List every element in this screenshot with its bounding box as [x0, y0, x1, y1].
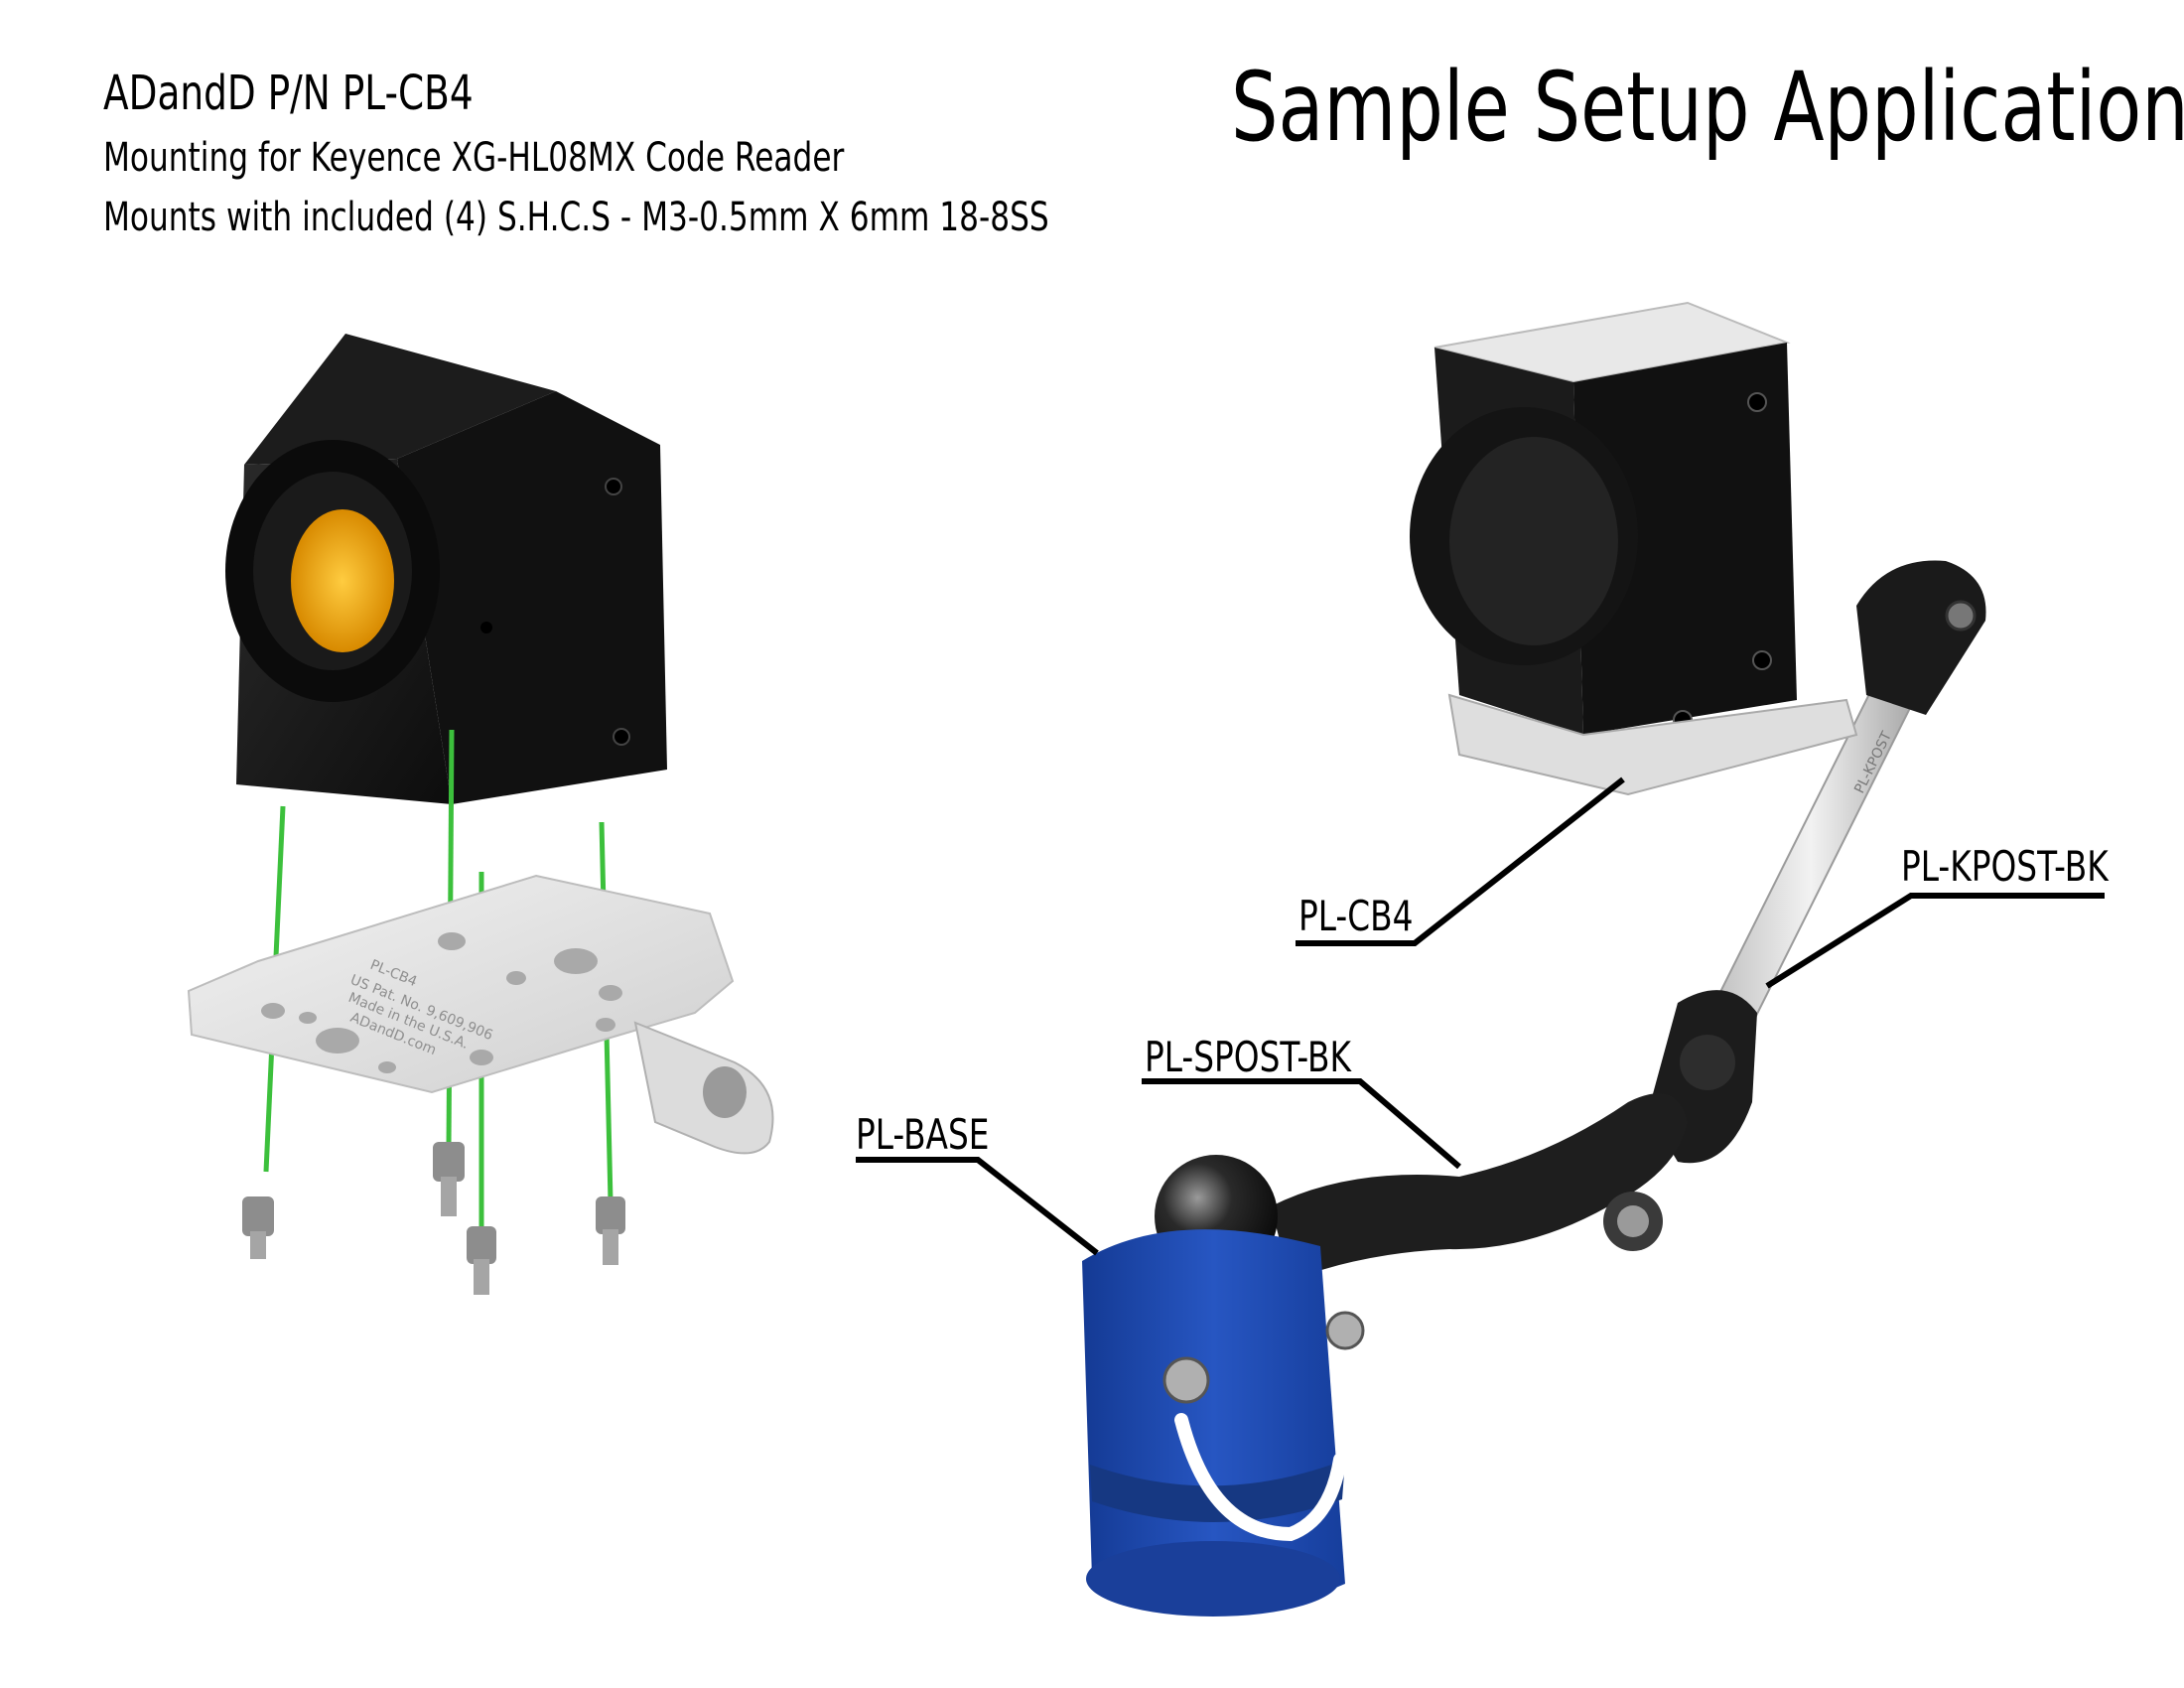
- page-title: Sample Setup Application: [1231, 52, 2184, 163]
- callout-pl-cb4: PL-CB4: [1298, 892, 1414, 940]
- callout-pl-spost-bk: PL-SPOST-BK: [1145, 1033, 1352, 1081]
- callout-leaders: [856, 776, 2105, 1256]
- mounted-code-reader: [1410, 301, 1858, 796]
- part-number-heading: ADandD P/N PL-CB4: [103, 66, 474, 121]
- callout-pl-base: PL-BASE: [856, 1110, 990, 1159]
- product-description: Mounting for Keyence XG-HL08MX Code Read…: [103, 135, 845, 181]
- socket-head-cap-screws: [242, 1142, 625, 1295]
- blue-base: [1082, 1155, 1365, 1617]
- spost-arm: [1271, 1093, 1688, 1281]
- callout-pl-kpost-bk: PL-KPOST-BK: [1901, 842, 2109, 891]
- hardware-note: Mounts with included (4) S.H.C.S - M3-0.…: [103, 195, 1049, 240]
- upper-knuckle: [1856, 560, 1986, 715]
- code-reader-body: [225, 334, 667, 804]
- mounting-plate: PL-CB4 US Pat. No. 9,609,906 Made in the…: [187, 874, 774, 1155]
